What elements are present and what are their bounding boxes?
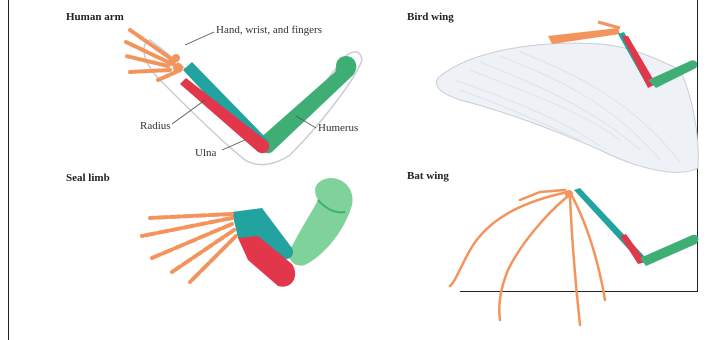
- bird-wing-illustration: [437, 22, 699, 172]
- seal-hand-bones: [142, 214, 236, 282]
- human-hand-bones: [126, 30, 183, 80]
- humerus-label: Humerus: [318, 122, 358, 134]
- leader-ulna: [222, 140, 245, 150]
- hand-wrist-fingers-label: Hand, wrist, and fingers: [216, 24, 322, 36]
- bird-hand-bones: [548, 28, 620, 44]
- bird-feathers: [437, 43, 699, 172]
- bat-wing-illustration: [450, 188, 698, 325]
- bat-humerus-bone: [640, 235, 698, 266]
- human-arm-title: Human arm: [66, 11, 124, 23]
- bat-wing-title: Bat wing: [407, 170, 449, 182]
- seal-limb-illustration: [142, 178, 353, 287]
- seal-limb-title: Seal limb: [66, 172, 110, 184]
- human-humerus-head: [336, 56, 356, 76]
- leader-radius: [172, 100, 205, 124]
- bird-wing-title: Bird wing: [407, 11, 454, 23]
- leader-hand: [185, 32, 214, 45]
- ulna-label: Ulna: [195, 147, 216, 159]
- human-arm-illustration: [126, 30, 362, 165]
- seal-humerus-bone: [289, 178, 353, 266]
- bat-hand-bones: [450, 190, 605, 325]
- radius-label: Radius: [140, 120, 171, 132]
